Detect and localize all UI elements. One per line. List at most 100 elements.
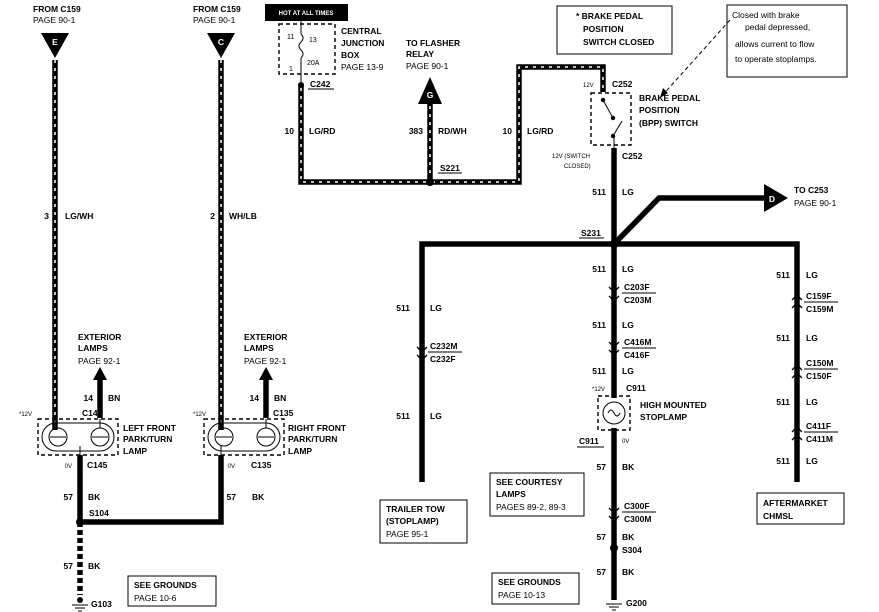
ground-left-color: BK bbox=[88, 561, 101, 571]
ground-g200-icon bbox=[606, 603, 622, 611]
to-c253-title: TO C253 bbox=[794, 185, 829, 195]
callout-box bbox=[726, 4, 848, 78]
fuse-rating: 20A bbox=[307, 60, 320, 67]
chmsl-c3: 511 bbox=[776, 397, 790, 407]
center-conn5b: C300M bbox=[624, 514, 651, 524]
bpp-feed-color: LG/RD bbox=[527, 126, 553, 136]
see-grounds-center-box bbox=[491, 572, 580, 605]
chmsl-col2: LG bbox=[806, 333, 818, 343]
ext-right-arrow bbox=[259, 367, 273, 380]
right-feed-circuit: 2 bbox=[210, 211, 215, 221]
junction-conn: C242 bbox=[310, 79, 331, 89]
fuse-pin-1: 1 bbox=[289, 66, 293, 73]
ground-g200-label: G200 bbox=[626, 598, 647, 608]
ext-left-arrow bbox=[93, 367, 107, 380]
chmsl-col1: LG bbox=[806, 270, 818, 280]
chmsl-conn1a: C159F bbox=[806, 291, 832, 301]
left-lamp-name2: PARK/TURN bbox=[123, 434, 172, 444]
center-col2: LG bbox=[622, 320, 634, 330]
grounds-center-page: PAGE 10-13 bbox=[498, 590, 545, 600]
chmsl-conn3b: C411M bbox=[806, 434, 833, 444]
ext-left-title2: LAMPS bbox=[78, 343, 108, 353]
see-courtesy-box bbox=[489, 472, 585, 517]
splice-s221-label: S221 bbox=[440, 163, 460, 173]
bpp-volt-bot2: CLOSED) bbox=[564, 164, 591, 170]
trailer-color-a: LG bbox=[430, 303, 442, 313]
bpp-note-line3: SWITCH CLOSED bbox=[583, 37, 654, 47]
trailer-conn2: C232F bbox=[430, 354, 456, 364]
connector-c-triangle bbox=[207, 33, 235, 58]
connector-d-triangle bbox=[764, 184, 788, 212]
junction-title3: BOX bbox=[341, 50, 360, 60]
callout-line3: allows current to flow bbox=[735, 39, 815, 49]
trailer-box1: TRAILER TOW bbox=[386, 504, 446, 514]
junction-color: LG/RD bbox=[309, 126, 335, 136]
bpp-note-line1: * BRAKE PEDAL bbox=[576, 11, 643, 21]
trailer-circuit-b: 511 bbox=[396, 411, 410, 421]
bpp-circuit: 511 bbox=[592, 187, 606, 197]
center-volt-bot: 0V bbox=[622, 439, 629, 445]
trailer-box2: (STOPLAMP) bbox=[386, 516, 439, 526]
chmsl-conn2a: C150M bbox=[806, 358, 833, 368]
flasher-color: RD/WH bbox=[438, 126, 467, 136]
trailer-page: PAGE 95-1 bbox=[386, 529, 429, 539]
connector-g-triangle bbox=[418, 77, 442, 104]
center-c6: 57 bbox=[597, 567, 607, 577]
bpp-name1: BRAKE PEDAL bbox=[639, 93, 700, 103]
wire-lg-rd-junction bbox=[298, 85, 430, 185]
chmsl-c4: 511 bbox=[776, 456, 790, 466]
callout-arrowhead bbox=[660, 88, 668, 98]
right-lamp-conn-bot: C135 bbox=[251, 460, 272, 470]
bpp-conn-top: C252 bbox=[612, 79, 633, 89]
right-lamp-name2: PARK/TURN bbox=[288, 434, 337, 444]
trailer-conn1: C232M bbox=[430, 341, 457, 351]
callout-leader bbox=[659, 19, 731, 99]
callout-line2: pedal depressed, bbox=[745, 22, 810, 32]
chmsl-box2: CHMSL bbox=[763, 511, 793, 521]
fuse-pin-13: 13 bbox=[309, 37, 317, 44]
center-lamp2: STOPLAMP bbox=[640, 412, 687, 422]
ground-g103-icon bbox=[72, 597, 88, 612]
connector-c-letter: C bbox=[218, 37, 224, 47]
chmsl-box1: AFTERMARKET bbox=[763, 498, 828, 508]
callout-line1: Closed with brake bbox=[732, 10, 800, 20]
left-feed-color: LG/WH bbox=[65, 211, 93, 221]
left-lamp-color: BK bbox=[88, 492, 101, 502]
hot-at-all-times-label: HOT AT ALL TIMES bbox=[279, 11, 334, 17]
right-front-lamp bbox=[203, 418, 285, 456]
flasher-page: PAGE 90-1 bbox=[406, 61, 449, 71]
aftermarket-chmsl-box bbox=[756, 492, 845, 525]
splice-s104-label: S104 bbox=[89, 508, 109, 518]
bpp-volt-top: 12V bbox=[583, 83, 594, 89]
bpp-name3: (BPP) SWITCH bbox=[639, 118, 698, 128]
wire-to-c253 bbox=[612, 195, 768, 246]
left-feed-page: PAGE 90-1 bbox=[33, 15, 76, 25]
center-col4: BK bbox=[622, 462, 635, 472]
see-grounds-left-page: PAGE 10-6 bbox=[134, 593, 177, 603]
see-grounds-left-title: SEE GROUNDS bbox=[134, 580, 197, 590]
trailer-tow-box bbox=[379, 499, 468, 544]
flasher-title2: RELAY bbox=[406, 49, 434, 59]
wire-lg-chmsl bbox=[614, 241, 800, 482]
high-mounted-stoplamp-icon bbox=[597, 395, 631, 431]
splice-s304 bbox=[610, 544, 618, 552]
left-feed-from: FROM C159 bbox=[33, 4, 81, 14]
right-feed-color: WH/LB bbox=[229, 211, 257, 221]
junction-title2: JUNCTION bbox=[341, 38, 384, 48]
left-lamp-volt: *12V bbox=[19, 412, 32, 418]
right-feed-from: FROM C159 bbox=[193, 4, 241, 14]
center-col5: BK bbox=[622, 532, 635, 542]
splice-s304-label: S304 bbox=[622, 545, 642, 555]
fuse-20a-icon bbox=[278, 21, 336, 82]
ground-left-circuit: 57 bbox=[64, 561, 74, 571]
right-feed-page: PAGE 90-1 bbox=[193, 15, 236, 25]
chmsl-conn2b: C150F bbox=[806, 371, 832, 381]
ext-left-color: BN bbox=[108, 393, 120, 403]
ext-left-title: EXTERIOR bbox=[78, 332, 121, 342]
bpp-feed-circuit: 10 bbox=[503, 126, 513, 136]
center-c4: 57 bbox=[597, 462, 607, 472]
grounds-center-title: SEE GROUNDS bbox=[498, 577, 561, 587]
left-lamp-volt-bot: 0V bbox=[65, 464, 72, 470]
splice-s231-label: S231 bbox=[581, 228, 601, 238]
